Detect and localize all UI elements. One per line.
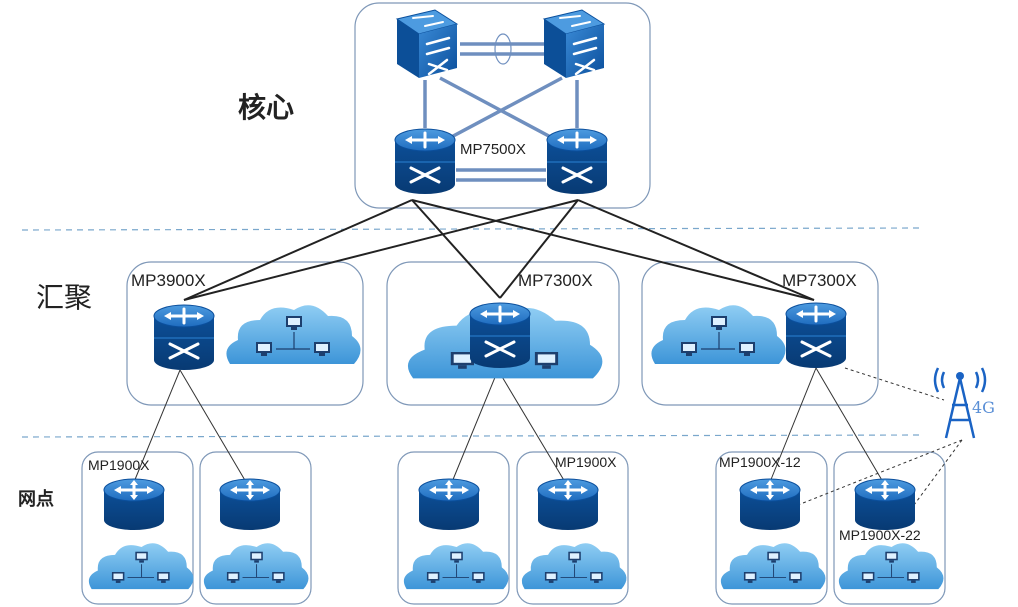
core-router-right-icon [545, 127, 609, 196]
branch-mid-label: MP1900X [555, 454, 617, 470]
agg-left-box [126, 261, 364, 406]
core-switch-left-icon [395, 8, 459, 80]
agg-right-router-icon [784, 301, 848, 370]
wireless-links [797, 367, 963, 506]
branch-4-lan-cloud-icon [521, 542, 627, 590]
wireless-4g-label: 4G [972, 398, 995, 417]
core-links [423, 42, 579, 182]
branch-box-6 [833, 451, 946, 605]
agg-mid-box [386, 261, 620, 406]
agg-branch-links [133, 367, 884, 483]
branch-3-router-icon [417, 477, 481, 532]
cell-tower-icon [933, 367, 987, 439]
branch-5-router-icon [738, 477, 802, 532]
branch-2-router-icon [218, 477, 282, 532]
core-agg-links [183, 199, 815, 301]
agg-left-label: MP3900X [131, 271, 206, 290]
branch-box-2 [199, 451, 312, 605]
branch-6-lan-cloud-icon [838, 542, 944, 590]
agg-left-router-icon [152, 303, 216, 372]
branch-right2-label: MP1900X-22 [839, 527, 921, 543]
layer-label-core: 核心 [238, 91, 294, 124]
agg-mid-label: MP7300X [518, 271, 593, 290]
core-switch-right-icon [542, 8, 606, 80]
agg-left-lan-cloud-icon [225, 304, 362, 365]
divider-core-aggregation [21, 227, 923, 231]
branch-box-3 [397, 451, 510, 605]
agg-right-box [641, 261, 879, 406]
link-aggregation-ring [494, 33, 512, 65]
branch-left-label: MP1900X [88, 457, 150, 473]
branch-1-lan-cloud-icon [88, 542, 194, 590]
branch-4-router-icon [536, 477, 600, 532]
branch-right1-label: MP1900X-12 [719, 454, 801, 470]
branch-box-1 [81, 451, 194, 605]
layer-label-aggregation: 汇聚 [36, 281, 92, 314]
agg-right-lan-cloud-icon [650, 304, 787, 365]
branch-box-5 [715, 451, 828, 605]
agg-mid-router-icon [468, 301, 532, 370]
agg-right-label: MP7300X [782, 271, 857, 290]
branch-6-router-icon [853, 477, 917, 532]
branch-5-lan-cloud-icon [720, 542, 826, 590]
layer-label-branch: 网点 [18, 488, 54, 510]
branch-3-lan-cloud-icon [403, 542, 509, 590]
branch-2-lan-cloud-icon [203, 542, 309, 590]
branch-1-router-icon [102, 477, 166, 532]
core-router-label: MP7500X [460, 141, 526, 158]
divider-aggregation-branch [21, 434, 923, 438]
branch-box-4 [516, 451, 629, 605]
core-group-box [354, 2, 651, 209]
core-router-left-icon [393, 127, 457, 196]
